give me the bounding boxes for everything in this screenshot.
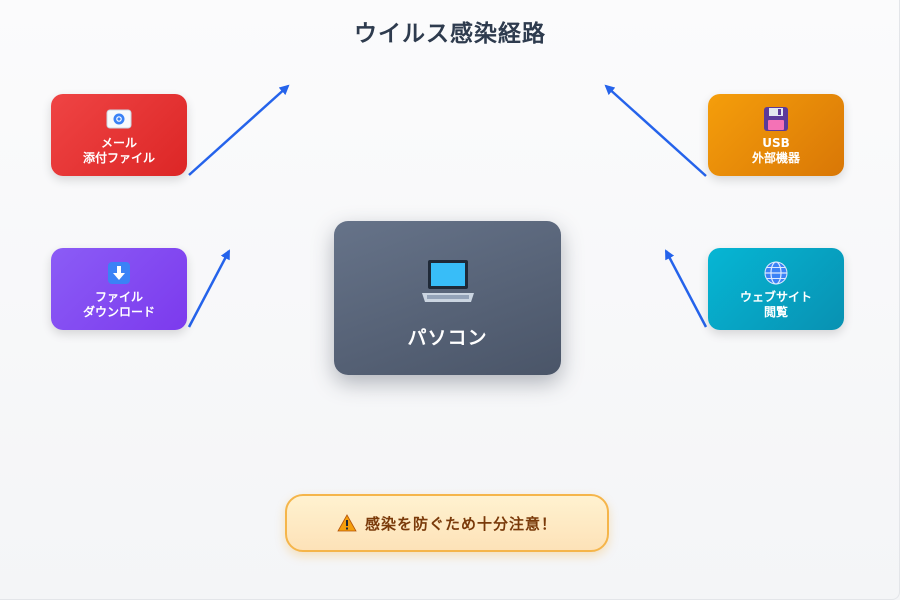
diagram-title: ウイルス感染経路 [354,21,546,47]
warning-text: 感染を防ぐため十分注意！ [364,514,557,533]
source-card-usb: USB 外部機器 [708,94,844,176]
source-usb-line1: USB [762,136,790,150]
source-card-web: ウェブサイト 閲覧 [708,248,844,330]
source-email-line1: メール [100,136,137,150]
arrow-download [187,249,231,328]
source-web-line1: ウェブサイト [739,290,812,304]
source-download-line1: ファイル [94,290,143,304]
arrow-web [664,249,708,328]
source-download-line2: ダウンロード [82,305,155,319]
center-label: パソコン [407,327,488,349]
email-icon [106,109,132,129]
arrow-usb [604,84,707,177]
source-web-line2: 閲覧 [763,305,788,319]
laptop-icon [421,260,474,302]
warning-icon [337,514,357,532]
source-card-email: メール 添付ファイル [51,94,187,176]
arrow-email [188,84,290,176]
center-pc-card: パソコン [334,221,561,375]
warning-banner: 感染を防ぐため十分注意！ [285,494,609,552]
source-usb-line2: 外部機器 [751,151,800,165]
download-icon [108,262,130,284]
floppy-disk-icon [764,107,788,131]
globe-icon [764,261,788,285]
source-card-download: ファイル ダウンロード [51,248,187,330]
source-email-line2: 添付ファイル [82,151,155,165]
